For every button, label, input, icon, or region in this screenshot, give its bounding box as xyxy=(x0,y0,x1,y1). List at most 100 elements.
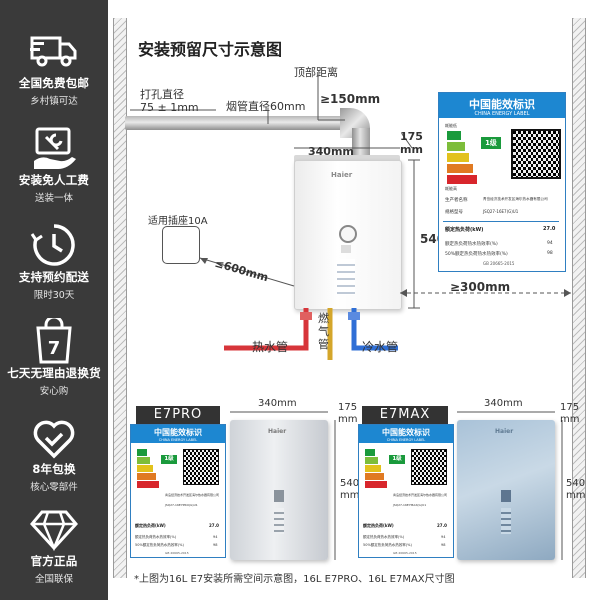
e7pro-heater-image: Haier xyxy=(230,420,328,560)
rated-load-label: 额定热负荷(kW) xyxy=(135,523,166,528)
eff-rated-value: 94 xyxy=(441,535,446,539)
grade-bar-3 xyxy=(137,465,153,472)
rated-load-value: 27.0 xyxy=(209,523,219,528)
rated-load-value: 27.0 xyxy=(437,523,447,528)
e7max-width-value: 340mm xyxy=(484,398,523,409)
grade-bar-5 xyxy=(447,175,477,184)
side-clearance-value: ≥300mm xyxy=(450,280,511,294)
cold-water-pipe xyxy=(351,308,398,351)
service-genuine: 官方正品 全国联保 xyxy=(0,506,108,585)
e7max-heater-image: Haier xyxy=(457,420,555,560)
service-subtitle: 全国联保 xyxy=(34,574,73,585)
install-wrench-icon xyxy=(34,127,76,169)
heater-brand-logo: Haier xyxy=(495,428,514,435)
power-socket xyxy=(162,226,200,264)
heater-brand-logo: Haier xyxy=(268,428,287,435)
gas-pipe-label: 燃气管 xyxy=(318,312,329,351)
grade-badge: 1级 xyxy=(481,137,501,149)
socket-distance-arrow xyxy=(200,258,208,264)
service-title: 支持预约配送 xyxy=(18,270,90,284)
qr-code xyxy=(511,129,561,179)
grade-bar-5 xyxy=(365,481,387,488)
model-label: 规格型号 xyxy=(445,210,463,215)
grade-bar-2 xyxy=(137,457,150,464)
label-standard: GB 20665-2015 xyxy=(165,551,189,555)
grade-bar-1 xyxy=(365,449,375,456)
grade-bar-5 xyxy=(137,481,159,488)
service-subtitle: 送装一体 xyxy=(34,193,73,204)
hot-water-pipe-label: 热水管 xyxy=(252,340,289,354)
eff-rated-value: 94 xyxy=(547,241,553,246)
energy-label-title: 中国能效标识 xyxy=(359,425,453,438)
hole-diameter-value: 75 ± 1mm xyxy=(140,101,199,114)
eff-half-value: 98 xyxy=(547,251,553,256)
e7pro-width-value: 340mm xyxy=(258,398,297,409)
service-sidebar: 全国免费包邮 乡村镇可达 安装免人工费 送装一体 支持预约配送 限时30天 7 … xyxy=(0,0,108,600)
energy-low-label: 耗能高 xyxy=(445,186,457,191)
grade-bar-1 xyxy=(137,449,147,456)
rated-load-label: 额定热负荷(kW) xyxy=(363,523,394,528)
energy-label-e7pro: 中国能效标识 CHINA ENERGY LABEL 1级 青岛经济技术开发区海尔… xyxy=(130,424,226,558)
grade-bar-2 xyxy=(447,142,465,151)
eff-half-label: 50%额定热负荷热水热效率(%) xyxy=(445,252,508,257)
truck-icon xyxy=(30,36,77,67)
side-clearance-arrow xyxy=(564,289,571,297)
service-title: 安装免人工费 xyxy=(18,173,90,187)
return-bag-icon: 7 xyxy=(36,318,72,364)
energy-label-title: 中国能效标识 xyxy=(439,93,565,111)
model-name-e7pro: E7PRO xyxy=(136,406,220,424)
side-clearance-arrow-left xyxy=(400,289,407,297)
eff-half-value: 98 xyxy=(441,543,446,547)
energy-label-subtitle: CHINA ENERGY LABEL xyxy=(359,438,453,443)
grade-badge: 1级 xyxy=(389,455,405,464)
heater-buttons xyxy=(501,508,511,534)
eff-rated-value: 94 xyxy=(213,535,218,539)
e7max-height-value: 540 mm xyxy=(566,478,586,501)
model-value: JSQ27-16E7PRO(G)U1 xyxy=(165,503,198,507)
service-title: 七天无理由退换货 xyxy=(7,366,101,380)
heater-brand-logo: Haier xyxy=(331,171,353,179)
grade-bar-2 xyxy=(365,457,378,464)
service-seven-day-return: 7 七天无理由退换货 安心购 xyxy=(0,318,108,397)
e7pro-depth-value: 175 mm xyxy=(338,402,358,425)
producer-value: 青岛经济技术开发区海尔热水器有限公司 xyxy=(393,493,448,497)
model-value: JSQ27-16E7MAX(G)U1 xyxy=(393,503,427,507)
hot-water-pipe xyxy=(224,308,309,351)
grade-bar-3 xyxy=(365,465,381,472)
svg-text:7: 7 xyxy=(48,338,61,359)
depth-dimension-line xyxy=(401,133,413,149)
service-subtitle: 乡村镇可达 xyxy=(30,96,78,107)
rated-load-value: 27.0 xyxy=(543,226,556,232)
diamond-icon xyxy=(30,510,78,552)
eff-rated-label: 额定热负荷热水热效率(%) xyxy=(363,535,405,539)
grade-bar-3 xyxy=(447,153,469,162)
eff-half-label: 50%额定热负荷热水热效率(%) xyxy=(363,543,412,547)
diagram-title: 安装预留尺寸示意图 xyxy=(138,40,283,59)
service-subtitle: 核心零部件 xyxy=(30,482,78,493)
heater-knob xyxy=(339,225,357,243)
grade-bar-4 xyxy=(365,473,384,480)
label-divider xyxy=(443,221,559,222)
service-free-shipping: 全国免费包邮 乡村镇可达 xyxy=(0,28,108,107)
service-eight-year-warranty: 8年包换 核心零部件 xyxy=(0,414,108,493)
service-title: 官方正品 xyxy=(30,554,78,568)
heater-buttons xyxy=(337,259,355,295)
energy-label-large: 中国能效标识 CHINA ENERGY LABEL 耗能低 耗能高 1级 生产者… xyxy=(438,92,566,272)
top-clearance-label: 顶部距离 xyxy=(294,66,338,79)
service-scheduled-delivery: 支持预约配送 限时30天 xyxy=(0,222,108,301)
heart-warranty-icon xyxy=(33,420,75,459)
producer-value: 青岛经济技术开发区海尔热水器有限公司 xyxy=(165,493,220,497)
service-subtitle: 安心购 xyxy=(39,386,69,397)
energy-label-e7max: 中国能效标识 CHINA ENERGY LABEL 1级 青岛经济技术开发区海尔… xyxy=(358,424,454,558)
eff-half-label: 50%额定热负荷热水热效率(%) xyxy=(135,543,184,547)
footnote: *上图为16L E7安装所需空间示意图，16L E7PRO、16L E7MAX尺… xyxy=(134,574,455,585)
eff-rated-label: 额定热负荷热水热效率(%) xyxy=(445,242,498,247)
grade-bar-4 xyxy=(137,473,156,480)
heater-display xyxy=(501,490,511,502)
hot-pipe-fitting xyxy=(300,312,312,320)
qr-code xyxy=(411,449,447,485)
socket-distance-line xyxy=(199,257,295,287)
e7pro-height-value: 540 mm xyxy=(340,478,360,501)
grade-bar-4 xyxy=(447,164,473,173)
